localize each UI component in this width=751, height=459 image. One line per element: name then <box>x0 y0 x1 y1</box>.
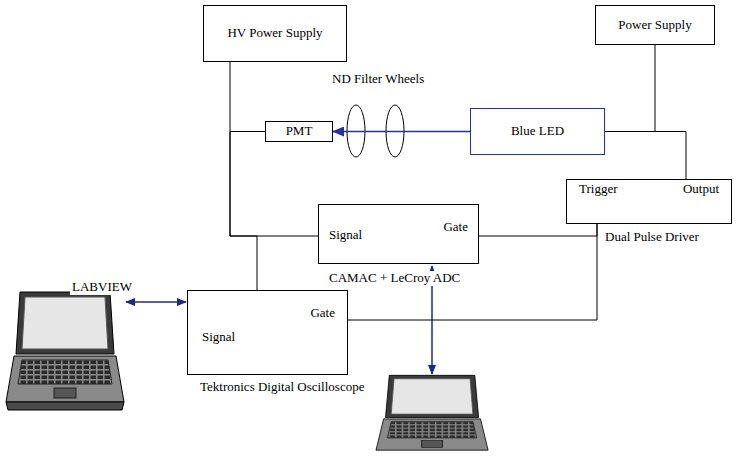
node-label: Signal <box>329 228 362 243</box>
signal-wire <box>605 132 686 180</box>
supply-box: HV Power Supply <box>203 5 347 62</box>
signal-wire <box>230 132 318 237</box>
signal-wire <box>230 62 265 132</box>
node-label: Blue LED <box>511 124 564 139</box>
node-caption: Tektronics Digital Oscilloscope <box>198 380 366 395</box>
signal-wire <box>479 224 597 236</box>
node-caption: Dual Pulse Driver <box>603 230 701 245</box>
led-box: Blue LED <box>470 108 605 155</box>
scope-box: SignalGateTektronics Digital Oscilloscop… <box>187 290 348 375</box>
signal-wire <box>605 45 655 132</box>
adc-box: SignalGateCAMAC + LeCroy ADC <box>318 204 479 264</box>
data-link <box>126 301 186 303</box>
node-caption: CAMAC + LeCroy ADC <box>327 271 462 286</box>
filter-label: ND Filter Wheels <box>330 72 426 87</box>
node-label: Trigger <box>579 182 618 197</box>
node-label: Gate <box>310 306 335 321</box>
node-label: Gate <box>443 220 468 235</box>
driver-box: TriggerOutputDual Pulse Driver <box>566 179 732 224</box>
software-label: LABVIEW <box>70 280 134 295</box>
detector-box: PMT <box>265 121 333 142</box>
node-label: Output <box>683 182 719 197</box>
node-label: Power Supply <box>618 18 691 33</box>
laptop-icon <box>6 292 124 410</box>
signal-wire <box>230 132 265 291</box>
light-path <box>333 131 470 133</box>
node-label: Signal <box>202 330 235 345</box>
supply-box: Power Supply <box>595 5 715 45</box>
node-label: HV Power Supply <box>227 26 322 41</box>
laptop-icon <box>376 375 488 450</box>
node-label: PMT <box>286 124 313 139</box>
